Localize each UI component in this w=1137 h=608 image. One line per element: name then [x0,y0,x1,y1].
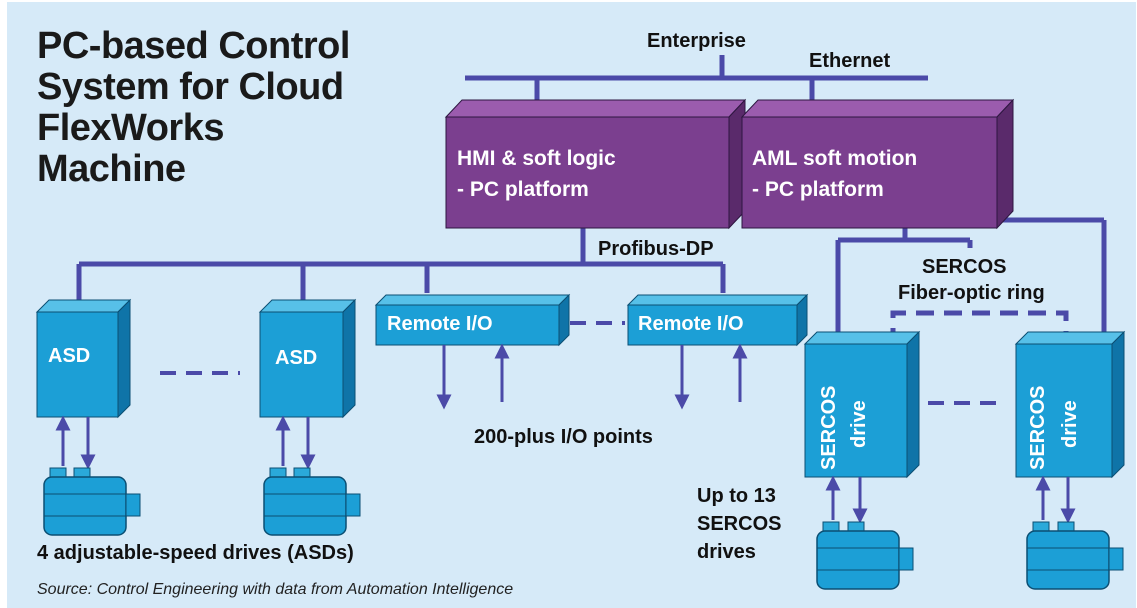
motor-sercos-1 [816,521,914,590]
title-line: PC-based Control [37,25,350,67]
sercos-caption-line1: Up to 13 [697,485,776,507]
aml-pc-box [740,98,1015,230]
motor-asd-1 [43,467,141,536]
hmi-box-label: HMI & soft logic - PC platform [457,143,616,205]
title-line: FlexWorks [37,107,224,149]
motor-arrows [55,415,1076,524]
sercos-caption-line3: drives [697,541,756,563]
ethernet-bus [465,55,928,100]
hmi-box-line1: HMI & soft logic [457,147,616,170]
enterprise-label: Enterprise [647,30,746,52]
remote-io-box-2 [626,293,809,347]
profibus-bus [76,228,726,300]
asd-1-label: ASD [48,345,91,367]
sercos-drive-2-label-line1: SERCOS [1027,385,1049,470]
sercos-links [835,217,1107,332]
ethernet-label: Ethernet [809,50,891,72]
motor-sercos-2 [1026,521,1124,590]
title-line: Machine [37,148,186,190]
sercos-drives-caption: Up to 13 SERCOS drives [697,482,781,566]
hmi-pc-box [444,98,747,230]
sercos-drive-1-label-line2: drive [848,400,870,448]
title-line: System for Cloud [37,66,344,108]
remote-io-2-label: Remote I/O [638,313,744,335]
sercos-fiber-ring [890,310,1069,346]
sercos-drive-1-label-line1: SERCOS [818,385,840,470]
motor-asd-2 [263,467,361,536]
asd-caption: 4 adjustable-speed drives (ASDs) [37,542,354,564]
sercos-caption-line2: SERCOS [697,513,782,535]
diagram-title: PC-based Control System for Cloud FlexWo… [37,26,457,190]
asd-2-label: ASD [275,347,318,369]
source-note: Source: Control Engineering with data fr… [37,581,514,598]
sercos-drive-2-label-line2: drive [1059,400,1081,448]
aml-box-line1: AML soft motion [752,147,918,170]
sercos-drive-box-2 [1014,330,1126,479]
io-points-caption: 200-plus I/O points [474,426,653,448]
asd-box-2 [258,298,357,419]
sercos-ring-label-line1: SERCOS [922,256,1007,278]
profibus-label: Profibus-DP [598,238,714,260]
hmi-box-line2: - PC platform [457,178,589,201]
ellipsis-dashes [160,321,1000,405]
aml-box-label: AML soft motion - PC platform [752,143,917,205]
remote-io-1-label: Remote I/O [387,313,493,335]
asd-box-1 [35,298,132,419]
sercos-ring-label-line2: Fiber-optic ring [898,282,1045,304]
remote-io-box-1 [374,293,571,347]
sercos-drive-box-1 [803,330,921,479]
io-point-arrows [436,343,748,410]
aml-box-line2: - PC platform [752,178,884,201]
